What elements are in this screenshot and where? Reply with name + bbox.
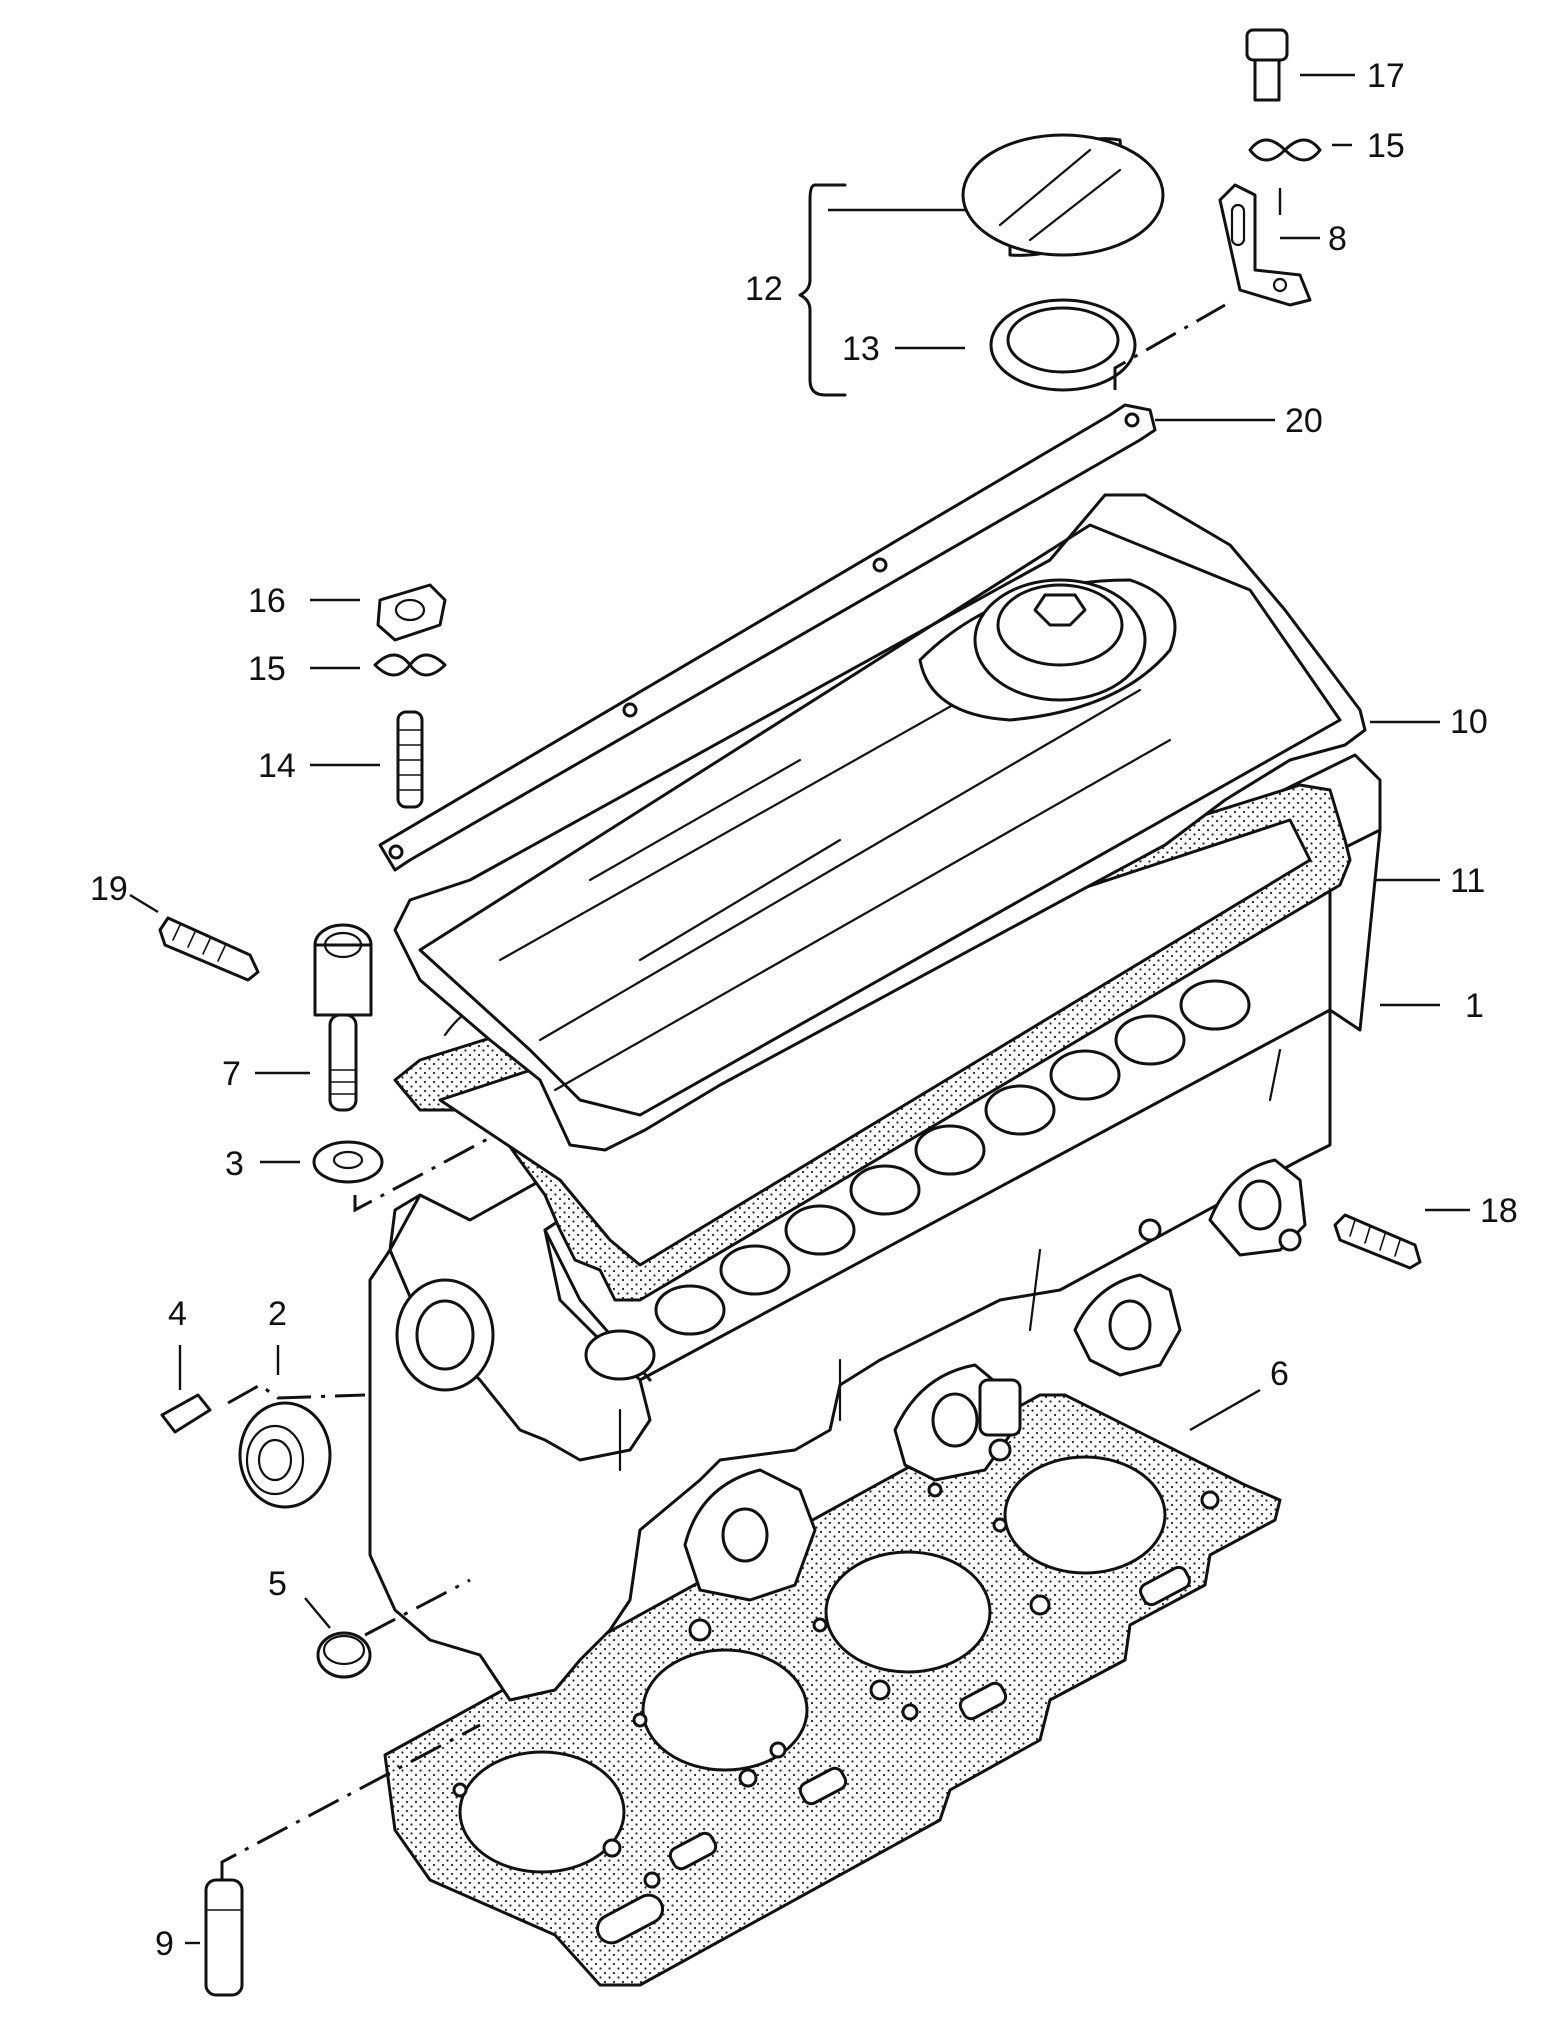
dowel-pin-small <box>160 1393 212 1434</box>
oil-filler-cap <box>961 133 1165 257</box>
valve-cover-gasket <box>393 783 1352 1302</box>
callout-5: 5 <box>268 1565 287 1603</box>
washer <box>312 1140 384 1184</box>
callout-19: 19 <box>90 870 128 908</box>
stud-bolt <box>396 710 424 809</box>
stud-left <box>158 916 260 982</box>
nut <box>376 583 447 642</box>
callout-10: 10 <box>1450 703 1488 741</box>
leader-lines <box>129 73 1470 1945</box>
camshaft-oil-seal <box>238 1401 332 1509</box>
cap-seal-ring <box>989 298 1137 392</box>
callout-15-top: 15 <box>1367 127 1405 165</box>
stud-right <box>1333 1213 1422 1270</box>
dowel-sleeve <box>204 1878 244 1997</box>
gasket-strip <box>378 403 1157 872</box>
callout-9: 9 <box>155 1925 174 1963</box>
callout-14: 14 <box>258 747 296 785</box>
cylinder-head-bolt <box>313 923 373 1112</box>
callout-17: 17 <box>1367 57 1405 95</box>
callout-labels: 17 15 8 12 13 20 16 15 14 10 19 11 1 7 3… <box>90 57 1518 1963</box>
group-bracket <box>798 183 847 397</box>
callout-2: 2 <box>268 1295 287 1333</box>
spring-washer-left <box>373 653 447 677</box>
callout-6: 6 <box>1270 1355 1289 1393</box>
callout-18: 18 <box>1480 1192 1518 1230</box>
callout-16: 16 <box>248 582 286 620</box>
bracket <box>1218 183 1312 307</box>
screw-top <box>1245 28 1289 102</box>
callout-4: 4 <box>168 1295 187 1333</box>
sealing-plug <box>316 1631 372 1679</box>
callout-13: 13 <box>842 330 880 368</box>
callout-15-left: 15 <box>248 650 286 688</box>
callout-3: 3 <box>225 1145 244 1183</box>
callout-12: 12 <box>745 270 783 308</box>
callout-7: 7 <box>222 1055 241 1093</box>
callout-11: 11 <box>1450 862 1485 900</box>
assembly-lines <box>220 303 1226 1880</box>
spring-washer-top <box>1248 138 1322 162</box>
callout-20: 20 <box>1285 402 1323 440</box>
cylinder-head-gasket <box>383 1393 1282 1987</box>
callout-1: 1 <box>1465 987 1484 1025</box>
callout-8: 8 <box>1328 220 1347 258</box>
valve-cover <box>393 493 1367 1152</box>
